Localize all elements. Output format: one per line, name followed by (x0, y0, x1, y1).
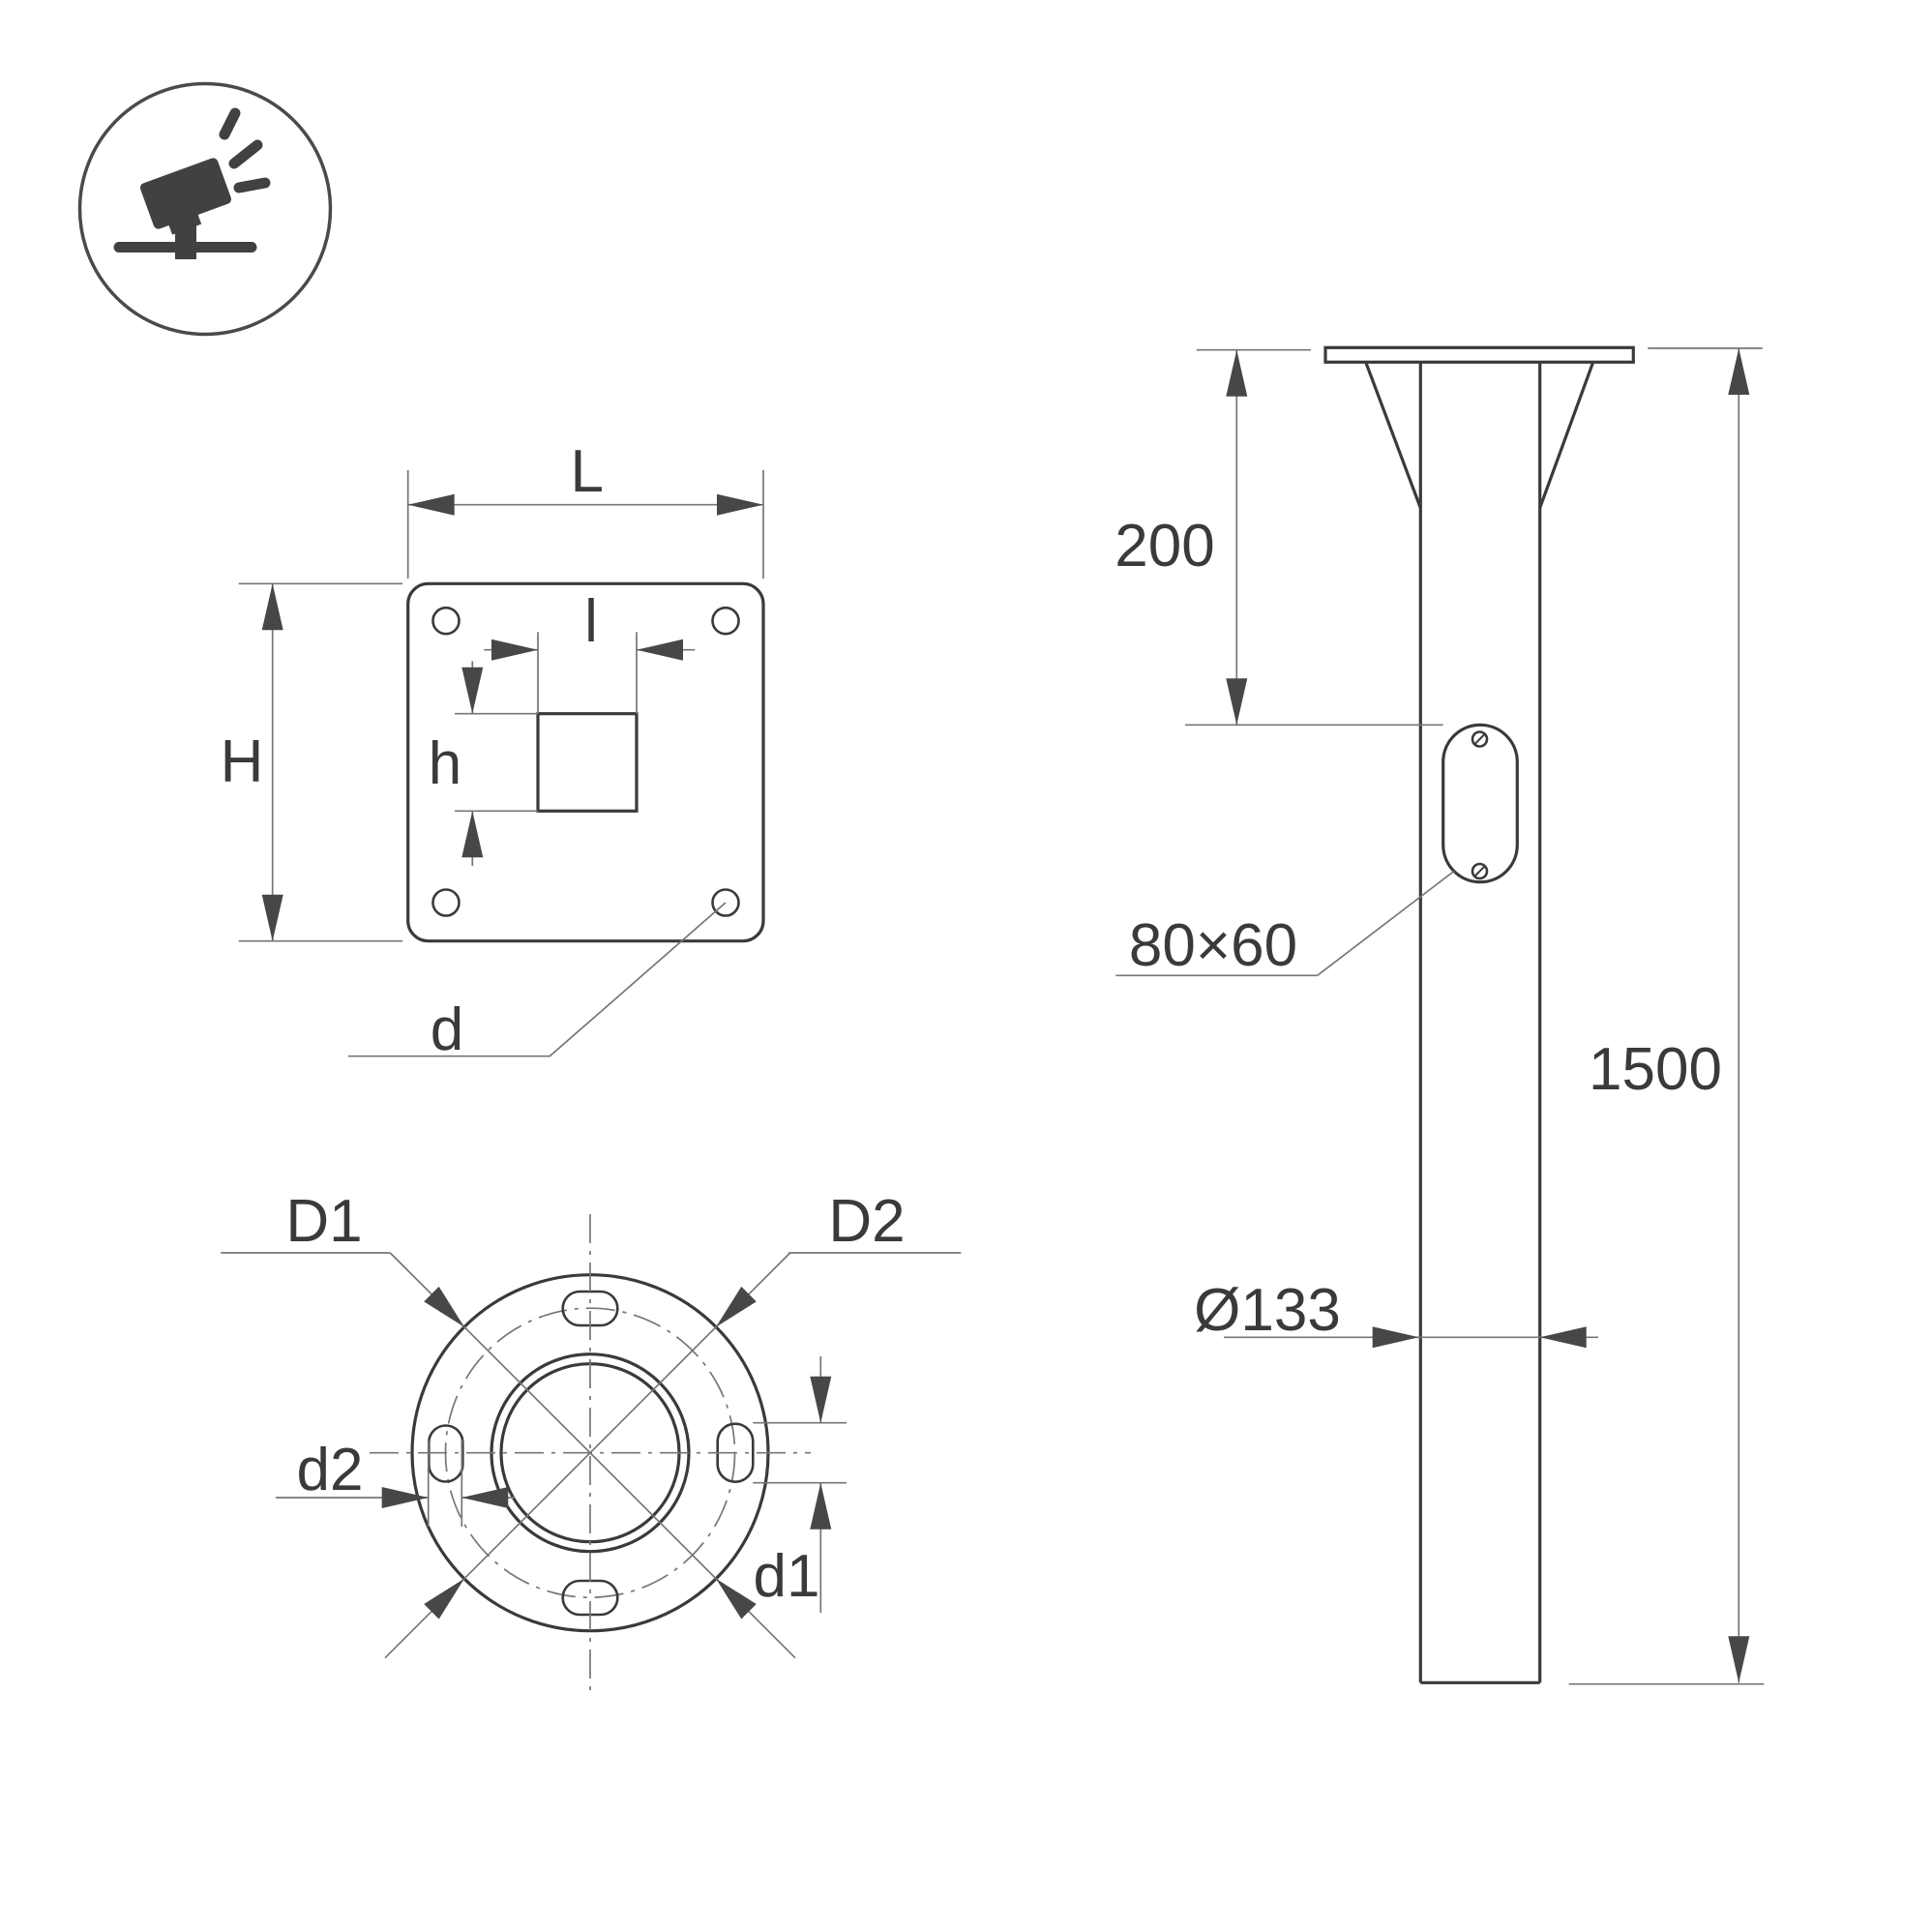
l-arrow-left (491, 639, 538, 661)
light-ray-3 (233, 177, 271, 193)
bolt-hole-top-right (711, 606, 740, 636)
d2-arrow-left (381, 1487, 429, 1508)
taper-right (1538, 361, 1595, 509)
top-flange-plate (1323, 345, 1635, 364)
elevation-view: 200 80×60 Ø133 1500 (1115, 345, 1765, 1685)
L-arrow-right (717, 493, 763, 516)
hand-hole-leader (1317, 870, 1455, 976)
l-label: l (584, 588, 598, 655)
d1-label: d1 (754, 1543, 820, 1610)
L-label: L (570, 438, 603, 505)
l-arrow-right (637, 639, 683, 661)
dia133-arrow-right (1539, 1326, 1587, 1349)
h-label: h (429, 730, 461, 797)
light-ray-2 (228, 139, 263, 169)
L-arrow-left (407, 493, 455, 516)
floodlight-body (139, 158, 232, 229)
dim200-arrow-bottom (1226, 678, 1248, 726)
hand-hole-screw-top (1471, 730, 1489, 748)
hand-hole-screw-bottom (1471, 862, 1489, 880)
hand-hole-label: 80×60 (1129, 912, 1297, 979)
floodlight-icon (77, 81, 333, 337)
dim1500-arrow-bottom (1728, 1636, 1750, 1683)
D2-arrow-bottom-left (424, 1578, 464, 1620)
bolt-hole-bottom-right (711, 888, 740, 917)
flange-plate-outline (406, 581, 765, 943)
d2-arrow-right (461, 1487, 509, 1508)
H-arrow-bottom (261, 894, 283, 941)
screw-slot-bottom (1473, 865, 1486, 877)
D1-label: D1 (285, 1188, 362, 1255)
D2-label: D2 (828, 1188, 905, 1255)
taper-left (1364, 361, 1422, 509)
dia133-label: Ø133 (1194, 1277, 1341, 1344)
round-flange-view: D1 D2 d2 d1 (221, 1188, 962, 1693)
dim200-arrow-top (1226, 349, 1248, 397)
D1-arrow-bottom-right (716, 1578, 757, 1620)
square-flange-view: L H l h d (221, 438, 765, 1063)
dim1500-arrow-top (1728, 348, 1750, 395)
light-ray-1 (219, 107, 241, 140)
screw-slot-top (1473, 732, 1486, 746)
d1-arrow-top (810, 1376, 832, 1423)
H-arrow-top (261, 583, 283, 631)
hand-hole (1442, 723, 1519, 884)
h-arrow-top (461, 667, 484, 714)
bolt-hole-top-left (431, 606, 461, 636)
H-label: H (221, 728, 264, 795)
dia133-arrow-left (1372, 1326, 1419, 1349)
h-arrow-bottom (461, 811, 484, 858)
D1-arrow-top-left (424, 1286, 464, 1327)
icon-circle (77, 81, 333, 337)
d2-label: d2 (297, 1437, 364, 1503)
floodlight-post (175, 215, 196, 259)
d1-arrow-bottom (810, 1482, 832, 1530)
d-leader (348, 902, 727, 1057)
D2-arrow-top-right (716, 1286, 757, 1327)
d-label: d (431, 996, 463, 1063)
dim200-label: 200 (1115, 513, 1214, 580)
dim1500-label: 1500 (1589, 1036, 1722, 1103)
bolt-hole-bottom-left (431, 888, 461, 917)
center-square-hole (536, 712, 639, 813)
